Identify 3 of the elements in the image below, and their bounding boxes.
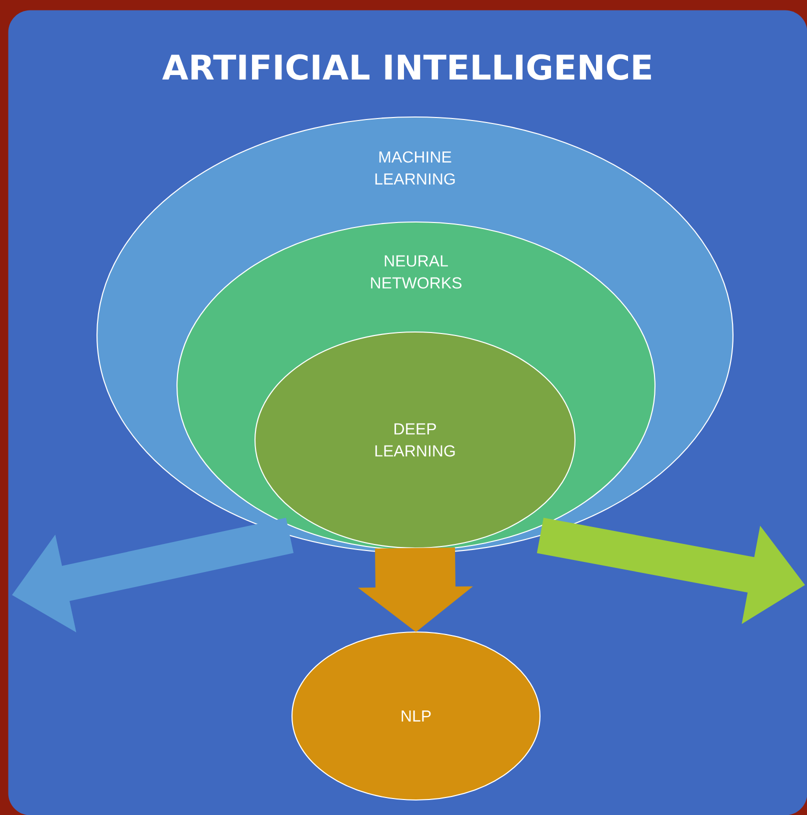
block-arrow	[12, 518, 294, 632]
block-arrow	[536, 518, 805, 624]
block-arrow	[358, 548, 473, 632]
